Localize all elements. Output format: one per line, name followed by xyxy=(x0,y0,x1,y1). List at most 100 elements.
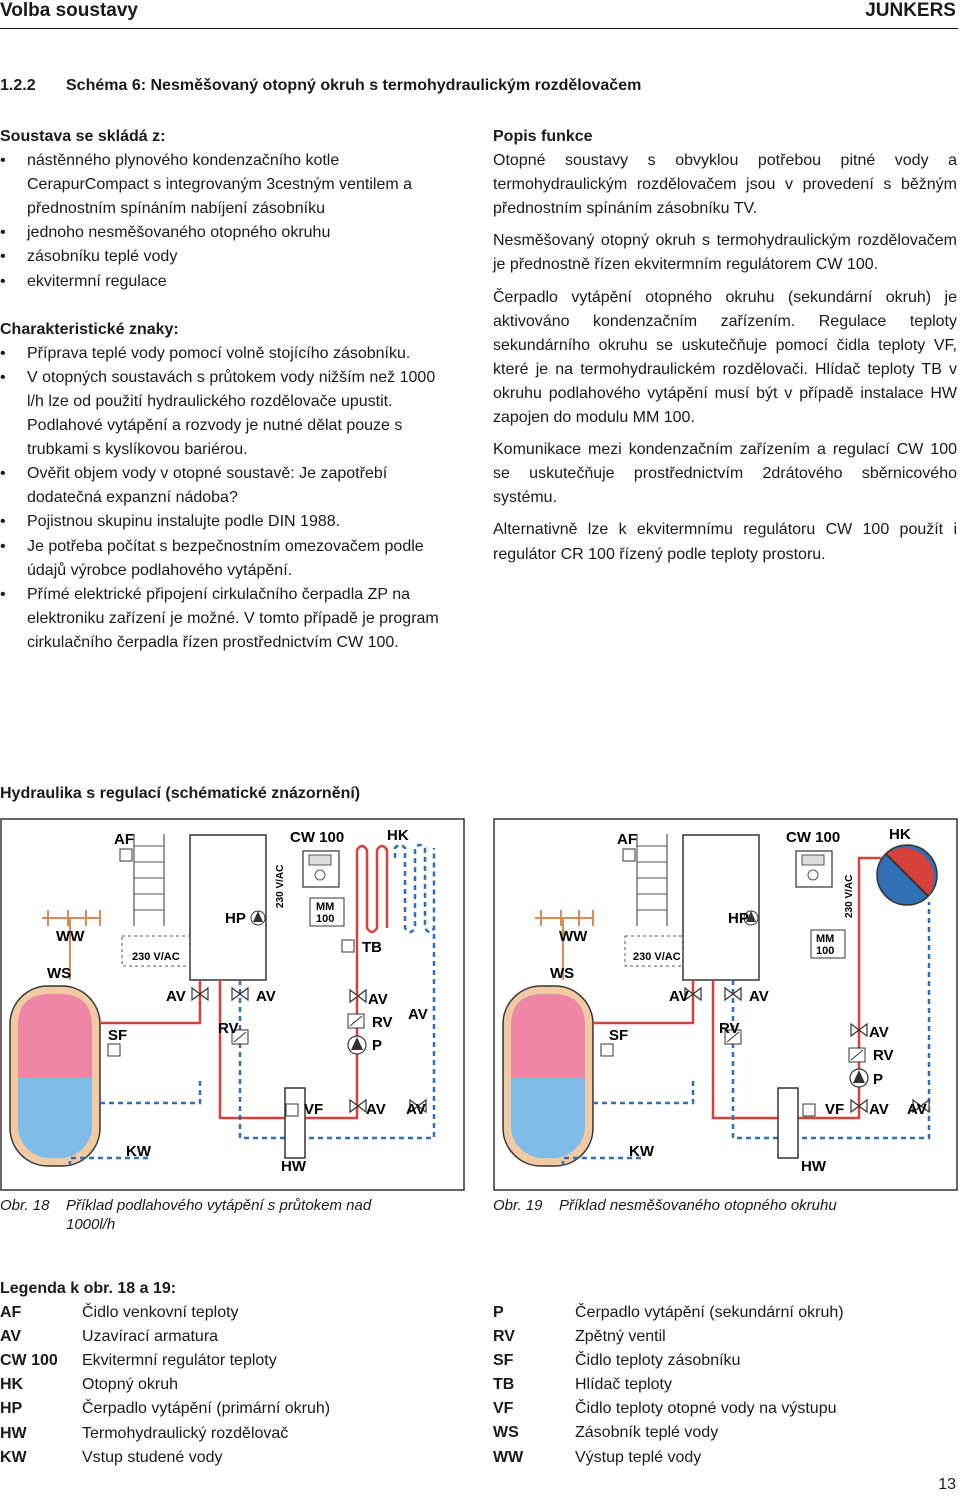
legend-desc: Čidlo venkovní teploty xyxy=(82,1304,239,1322)
sensor-vf xyxy=(802,1103,816,1117)
legend-key: AF xyxy=(0,1304,22,1322)
legend-row: CW 100 Ekvitermní regulátor teploty xyxy=(0,1349,466,1373)
label-sf: SF xyxy=(108,1027,127,1044)
hydraulic-diagram-18: AF HP 230 V/AC CW 100 MM 100 HK TB WW WS… xyxy=(0,818,465,1191)
label-hk: HK xyxy=(387,827,409,844)
legend-desc: Otopný okruh xyxy=(82,1376,179,1394)
function-paragraph: Otopné soustavy s obvyklou potřebou pitn… xyxy=(493,152,957,218)
legend-row: HK Otopný okruh xyxy=(0,1373,466,1397)
label-av-3: AV xyxy=(368,991,388,1008)
legend-key: WS xyxy=(493,1424,519,1442)
legend-key: HW xyxy=(0,1424,27,1442)
list-item: Přímé elektrické připojení cirkulačního … xyxy=(0,583,456,655)
legend-key: RV xyxy=(493,1328,515,1346)
label-p: P xyxy=(873,1071,883,1088)
label-hp: HP xyxy=(728,910,749,927)
page-number: 13 xyxy=(938,1476,956,1493)
legend-desc: Zásobník teplé vody xyxy=(575,1424,719,1442)
features-heading: Charakteristické znaky: xyxy=(0,320,179,338)
boiler xyxy=(682,834,760,981)
storage-tank-ws xyxy=(9,985,101,1167)
hydraulic-diagram-19: AF HP CW 100 230 V/AC MM 100 HK WW WS 23… xyxy=(493,818,958,1191)
module-mm100 xyxy=(309,897,345,927)
label-rv-2: RV xyxy=(372,1014,393,1031)
label-230v-a: 230 V/AC xyxy=(844,875,855,918)
legend-desc: Hlídač teploty xyxy=(575,1376,672,1394)
thermostat-tb xyxy=(341,939,355,953)
label-av-5: AV xyxy=(366,1101,386,1118)
label-p: P xyxy=(372,1037,382,1054)
list-item: jednoho nesměšovaného otopného okruhu xyxy=(0,221,456,245)
caption-text: Příklad podlahového vytápění s průtokem … xyxy=(66,1197,372,1214)
label-av-4: AV xyxy=(408,1006,428,1023)
sensor-sf xyxy=(107,1043,121,1057)
caption-text: 1000l/h xyxy=(66,1216,116,1233)
label-mm: MM xyxy=(316,901,334,913)
module-mm100 xyxy=(810,929,846,959)
label-cw100: CW 100 xyxy=(290,829,344,846)
label-rv-2: RV xyxy=(873,1047,894,1064)
legend-key: VF xyxy=(493,1400,514,1418)
legend-key: P xyxy=(493,1304,504,1321)
right-column: Popis funkce Otopné soustavy s obvyklou … xyxy=(493,125,957,575)
caption-18: Obr. 18 Příklad podlahového vytápění s pr… xyxy=(0,1196,466,1234)
floor-heating-loop xyxy=(355,844,389,934)
outdoor-sensor-af xyxy=(119,834,165,926)
label-vf: VF xyxy=(304,1101,323,1118)
label-230v-b: 230 V/AC xyxy=(633,951,681,963)
label-av-2: AV xyxy=(256,988,276,1005)
sensor-vf xyxy=(285,1103,299,1117)
figure-18: AF HP 230 V/AC CW 100 MM 100 HK TB WW WS… xyxy=(0,818,466,1197)
header-divider xyxy=(0,28,958,29)
figure-19: AF HP CW 100 230 V/AC MM 100 HK WW WS 23… xyxy=(493,818,959,1197)
legend-desc: Čidlo teploty zásobníku xyxy=(575,1352,741,1370)
label-hw: HW xyxy=(281,1158,307,1175)
legend-desc: Ekvitermní regulátor teploty xyxy=(82,1352,277,1370)
function-paragraph: Čerpadlo vytápění otopného okruhu (sekun… xyxy=(493,288,957,427)
outdoor-sensor-af xyxy=(622,834,668,926)
left-column: Soustava se skládá z: nástěnného plynové… xyxy=(0,125,456,655)
composition-heading: Soustava se skládá z: xyxy=(0,128,166,145)
list-item: nástěnného plynového kondenzačního kotle… xyxy=(0,149,456,221)
label-ww: WW xyxy=(56,928,85,945)
list-item: Je potřeba počítat s bezpečnostním omezo… xyxy=(0,535,456,583)
legend-key: TB xyxy=(493,1376,515,1394)
legend-row: RV Zpětný ventil xyxy=(493,1325,959,1349)
function-heading: Popis funkce xyxy=(493,128,593,145)
label-cw100: CW 100 xyxy=(786,829,840,846)
header-title: Volba soustavy xyxy=(0,0,138,21)
caption-number: Obr. 18 xyxy=(0,1197,50,1214)
label-ws: WS xyxy=(550,965,574,982)
legend-key: CW 100 xyxy=(0,1352,58,1370)
heating-circuit-hk xyxy=(876,844,938,906)
label-mm: MM xyxy=(816,933,834,945)
hot-water-taps xyxy=(535,910,594,980)
legend-row: WS Zásobník teplé vody xyxy=(493,1421,959,1445)
list-item: ekvitermní regulace xyxy=(0,270,456,294)
label-av-3: AV xyxy=(869,1024,889,1041)
section-title: Schéma 6: Nesměšovaný otopný okruh s ter… xyxy=(66,77,642,94)
label-av-1: AV xyxy=(166,988,186,1005)
label-hk: HK xyxy=(889,826,911,843)
label-hp: HP xyxy=(225,910,246,927)
legend-row: TB Hlídač teploty xyxy=(493,1373,959,1397)
label-mm-100: 100 xyxy=(316,913,334,925)
section-number: 1.2.2 xyxy=(0,77,36,94)
function-paragraph: Alternativně lze k ekvitermnímu reguláto… xyxy=(493,521,957,563)
legend-key: HK xyxy=(0,1376,24,1394)
label-230v-b: 230 V/AC xyxy=(132,951,180,963)
caption-number: Obr. 19 xyxy=(493,1197,543,1214)
shutoff-valves xyxy=(684,986,930,1114)
label-ws: WS xyxy=(47,965,71,982)
section-heading: 1.2.2 Schéma 6: Nesměšovaný otopný okruh … xyxy=(0,77,641,95)
legend-desc: Zpětný ventil xyxy=(575,1328,666,1346)
label-tb: TB xyxy=(362,939,382,956)
label-kw: KW xyxy=(126,1143,152,1160)
function-paragraph: Nesměšovaný otopný okruh s termohydrauli… xyxy=(493,232,957,274)
storage-tank-ws xyxy=(502,985,594,1167)
label-ww: WW xyxy=(559,928,588,945)
list-item: zásobníku teplé vody xyxy=(0,245,456,269)
